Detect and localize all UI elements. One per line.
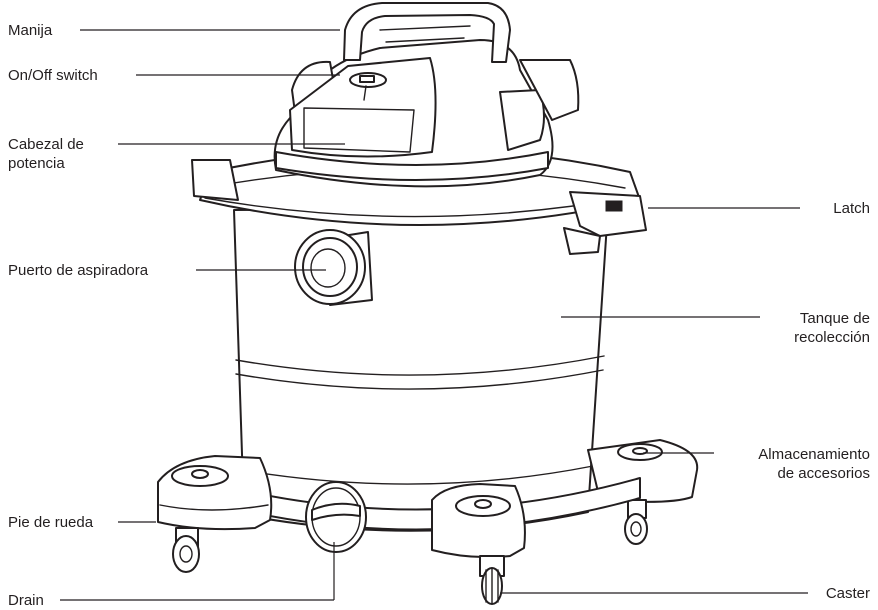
front-right-foot	[431, 483, 526, 559]
power-head-window	[289, 57, 437, 158]
latch-label: Latch	[833, 200, 870, 217]
collection-tank	[233, 207, 609, 532]
latch	[563, 191, 647, 255]
front-left-caster	[172, 527, 200, 573]
rear-right-caster	[624, 499, 648, 545]
on-off-switch	[349, 72, 387, 101]
storage-label-line2: de accesorios	[777, 465, 870, 482]
drain-cap	[305, 481, 367, 553]
vacuum-port-label: Puerto de aspiradora	[8, 262, 149, 279]
tank-label-line1: Tanque de	[799, 310, 870, 327]
front-caster	[479, 555, 505, 605]
storage-label-line1: Almacenamiento	[758, 446, 870, 463]
handle	[343, 2, 511, 63]
vacuum-inlet-port	[294, 229, 373, 306]
left-lid-tab	[191, 159, 239, 201]
foot-label: Pie de rueda	[8, 514, 94, 531]
power-head-label-line2: potencia	[8, 155, 65, 172]
handle-label: Manija	[8, 22, 53, 39]
caster-label: Caster	[825, 585, 870, 602]
tank-label-line2: recolección	[794, 329, 870, 346]
power-head-label-line1: Cabezal de	[8, 136, 84, 153]
drain-label: Drain	[8, 592, 44, 609]
front-left-foot	[157, 455, 273, 531]
leader-lines	[60, 29, 808, 601]
switch-label: On/Off switch	[8, 67, 98, 84]
